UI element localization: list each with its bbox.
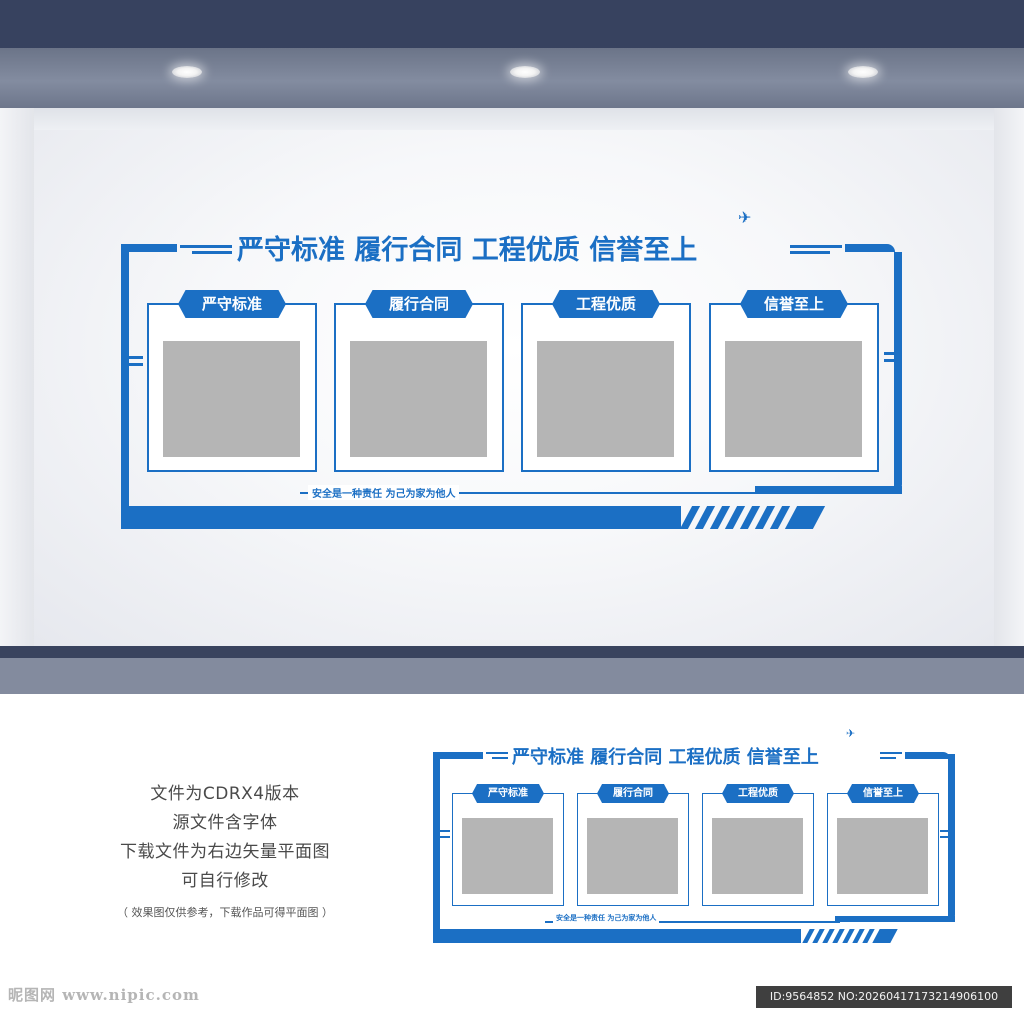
board-title: 严守标准 履行合同 工程优质 信誉至上 bbox=[512, 747, 819, 768]
side-accent bbox=[440, 836, 450, 838]
title-line bbox=[492, 757, 508, 759]
image-id-badge: ID:9564852 NO:20260417173214906100 bbox=[756, 986, 1012, 1008]
side-accent bbox=[940, 836, 948, 838]
tab-label: 工程优质 bbox=[722, 784, 794, 803]
frame-bottom-right bbox=[835, 916, 955, 922]
ceiling-top bbox=[0, 0, 1024, 48]
info-line: 下载文件为右边矢量平面图 bbox=[120, 842, 330, 862]
title-line bbox=[880, 757, 896, 759]
info-line: 源文件含字体 bbox=[172, 813, 278, 833]
side-accent bbox=[440, 830, 450, 832]
stripe bbox=[862, 929, 875, 943]
bird-icon: ✈ bbox=[846, 727, 856, 740]
info-line: 文件为CDRX4版本 bbox=[150, 784, 300, 804]
title-line bbox=[880, 752, 902, 754]
ceiling bbox=[0, 48, 1024, 108]
tab-label: 履行合同 bbox=[597, 784, 669, 803]
tab-label: 严守标准 bbox=[472, 784, 544, 803]
frame-left bbox=[433, 752, 440, 943]
spotlight-right bbox=[848, 66, 878, 78]
photo-placeholder bbox=[712, 818, 803, 894]
spotlight-center bbox=[510, 66, 540, 78]
frame-top-right bbox=[905, 752, 950, 759]
frame-bottom-band bbox=[433, 929, 801, 943]
stripe bbox=[872, 929, 898, 943]
title-line bbox=[486, 752, 508, 754]
stripe bbox=[822, 929, 835, 943]
slogan-line bbox=[545, 921, 840, 923]
floor-edge bbox=[0, 646, 1024, 658]
file-info: 文件为CDRX4版本 源文件含字体 下载文件为右边矢量平面图 可自行修改 （ 效… bbox=[60, 780, 390, 920]
info-line: 可自行修改 bbox=[181, 871, 269, 891]
wall-top-edge bbox=[34, 108, 994, 130]
info-note: （ 效果图仅供参考，下载作品可得平面图 ） bbox=[117, 906, 333, 919]
stripe bbox=[852, 929, 865, 943]
stripe bbox=[802, 929, 815, 943]
stripe bbox=[812, 929, 825, 943]
photo-placeholder bbox=[837, 818, 928, 894]
site-watermark: 昵图网 www.nipic.com bbox=[8, 986, 200, 1004]
photo-placeholder bbox=[587, 818, 678, 894]
tab-label: 信誉至上 bbox=[847, 784, 919, 803]
floor bbox=[0, 658, 1024, 694]
frame-right bbox=[948, 754, 955, 921]
stripe bbox=[832, 929, 845, 943]
panel-frame bbox=[702, 793, 814, 906]
panel-frame bbox=[577, 793, 689, 906]
frame-top-left bbox=[433, 752, 483, 759]
side-wall-right bbox=[994, 108, 1024, 648]
stripe bbox=[842, 929, 855, 943]
panel-frame bbox=[827, 793, 939, 906]
board-slogan: 安全是一种责任 为己为家为他人 bbox=[553, 913, 660, 923]
panel-frame bbox=[452, 793, 564, 906]
display-wall bbox=[34, 130, 994, 646]
spotlight-left bbox=[172, 66, 202, 78]
photo-placeholder bbox=[462, 818, 553, 894]
side-accent bbox=[940, 830, 948, 832]
side-wall-left bbox=[0, 108, 34, 648]
